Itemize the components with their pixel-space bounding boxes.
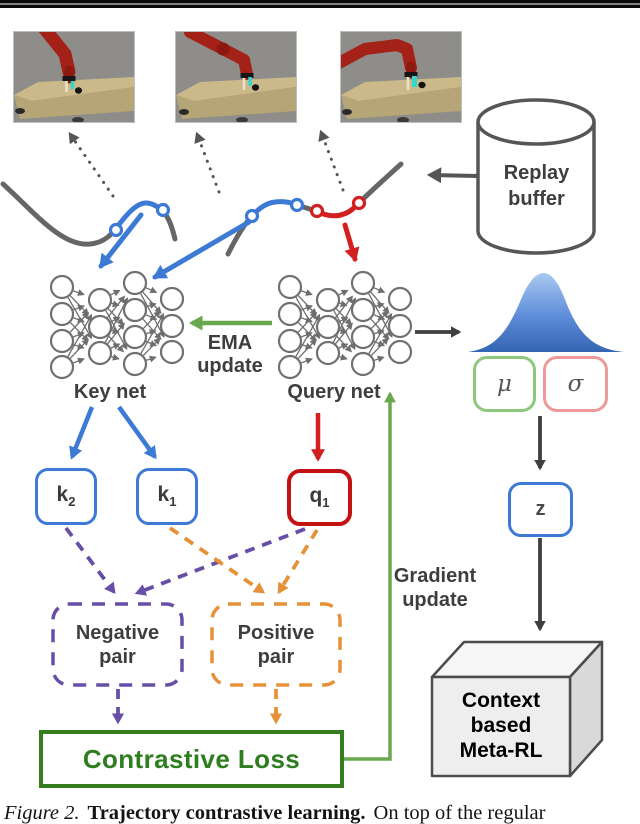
cube-line2: based bbox=[470, 714, 532, 737]
contrastive-loss-box: Contrastive Loss bbox=[39, 730, 344, 788]
q1-box: q1 bbox=[287, 469, 352, 526]
replay-to-trajectory-arrow bbox=[426, 167, 479, 184]
gradient-line2: update bbox=[402, 589, 468, 611]
mu-box: μ bbox=[473, 356, 536, 412]
replay-buffer-label: Replay buffer bbox=[478, 160, 595, 212]
metarl-cube bbox=[430, 640, 604, 778]
page-rule bbox=[0, 0, 640, 8]
robot-arm-frame-1 bbox=[13, 31, 135, 123]
positive-pair-label: Positive pair bbox=[212, 604, 340, 685]
gaussian-distribution bbox=[468, 273, 624, 352]
k2-label: k2 bbox=[56, 483, 76, 510]
q1-label: q1 bbox=[309, 484, 330, 511]
positive-line1: Positive bbox=[237, 621, 315, 644]
black-arrows bbox=[415, 326, 546, 632]
ema-line2: update bbox=[197, 355, 263, 377]
trajectory-curves bbox=[0, 161, 404, 257]
caption-figure-number: Figure 2. bbox=[4, 802, 80, 824]
mu-label: μ bbox=[497, 371, 512, 397]
negative-line2: pair bbox=[99, 645, 136, 668]
robot-arm-frame-2 bbox=[175, 31, 297, 123]
ema-update-label: EMA update bbox=[190, 332, 270, 378]
gradient-line1: Gradient bbox=[393, 565, 477, 587]
ema-line1: EMA bbox=[207, 332, 253, 354]
z-box: z bbox=[508, 482, 573, 537]
sample-arrows bbox=[98, 212, 360, 280]
negative-line1: Negative bbox=[75, 621, 160, 644]
replay-line2: buffer bbox=[508, 188, 565, 210]
k1-label: k1 bbox=[157, 483, 177, 510]
encoder-output-arrows bbox=[69, 405, 325, 462]
sigma-box: σ bbox=[543, 356, 608, 412]
figure-caption: Figure 2. Trajectory contrastive learning… bbox=[4, 800, 638, 824]
cube-line1: Context bbox=[461, 689, 541, 712]
replay-buffer-cylinder bbox=[426, 98, 596, 255]
positive-line2: pair bbox=[257, 645, 295, 668]
cube-line3: Meta-RL bbox=[459, 739, 543, 762]
gradient-update-arrow bbox=[344, 391, 396, 761]
k2-box: k2 bbox=[35, 468, 97, 525]
caption-title: Trajectory contrastive learning. bbox=[87, 802, 366, 824]
query-net-label: Query net bbox=[287, 381, 381, 403]
caption-text: On top of the regular bbox=[373, 802, 546, 824]
gradient-update-label: Gradient update bbox=[391, 564, 479, 612]
positive-pair-box bbox=[210, 602, 342, 687]
contrastive-loss-label: Contrastive Loss bbox=[82, 743, 301, 774]
k1-box: k1 bbox=[136, 468, 198, 525]
z-label: z bbox=[535, 498, 546, 520]
dotted-arrows-to-frames bbox=[68, 129, 345, 198]
key-and-query-networks bbox=[49, 270, 413, 380]
robot-arm-frame-3 bbox=[340, 31, 462, 123]
pair-arrows bbox=[64, 526, 319, 725]
metarl-cube-label: Context based Meta-RL bbox=[432, 688, 570, 763]
key-net-label: Key net bbox=[73, 381, 147, 403]
replay-line1: Replay bbox=[503, 162, 570, 184]
negative-pair-label: Negative pair bbox=[53, 604, 182, 685]
sigma-label: σ bbox=[567, 371, 584, 397]
negative-pair-box bbox=[51, 602, 184, 687]
